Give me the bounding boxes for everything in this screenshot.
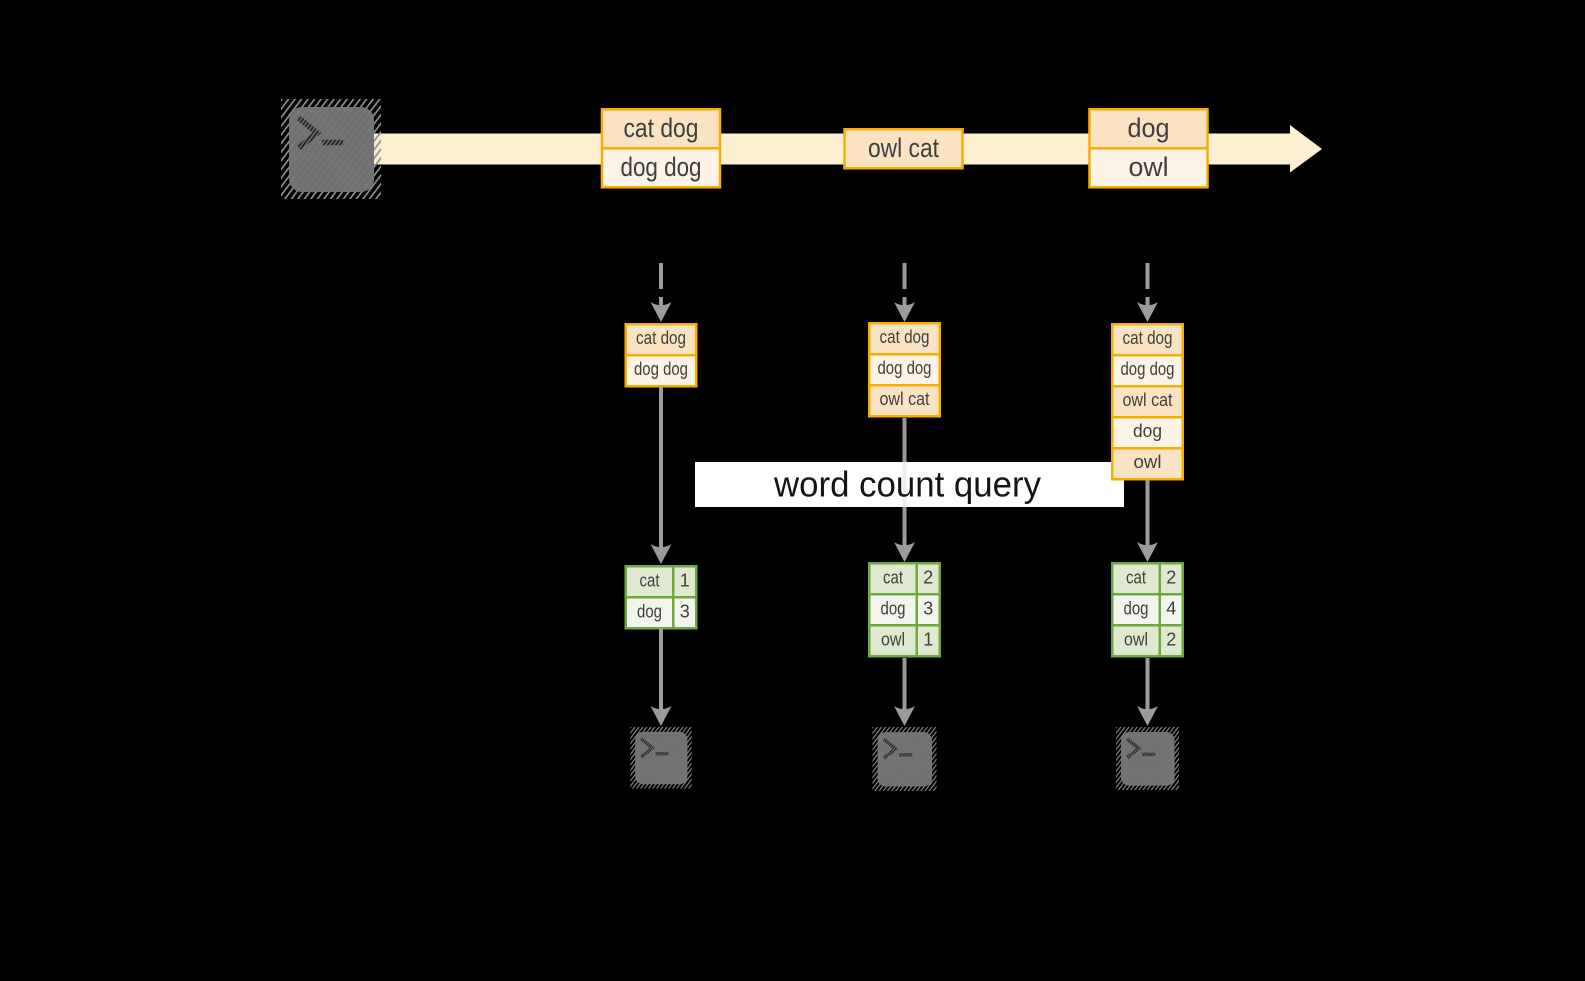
svg-text:cat: cat (1126, 568, 1146, 588)
svg-text:dog dog: dog dog (634, 359, 688, 379)
svg-text:4: 4 (1166, 599, 1176, 619)
svg-text:dog dog: dog dog (621, 152, 702, 182)
svg-text:dog: dog (1133, 421, 1162, 441)
svg-text:owl cat: owl cat (868, 133, 939, 163)
svg-text:owl: owl (881, 630, 905, 650)
svg-text:dog: dog (1128, 113, 1170, 143)
svg-text:1: 1 (923, 630, 933, 650)
svg-text:2: 2 (1166, 568, 1176, 588)
svg-text:dog dog: dog dog (1121, 359, 1175, 379)
svg-text:dog dog: dog dog (878, 358, 932, 378)
svg-text:1: 1 (680, 571, 690, 591)
svg-text:owl cat: owl cat (1123, 390, 1173, 410)
svg-text:cat dog: cat dog (880, 327, 930, 347)
svg-text:cat dog: cat dog (624, 113, 699, 143)
svg-text:dog: dog (637, 602, 662, 622)
svg-text:owl: owl (1134, 452, 1162, 472)
svg-text:2: 2 (1166, 630, 1176, 650)
svg-text:cat dog: cat dog (636, 328, 686, 348)
svg-text:cat: cat (640, 571, 660, 591)
svg-text:owl: owl (1129, 152, 1169, 182)
svg-text:owl cat: owl cat (880, 389, 930, 409)
svg-text:3: 3 (923, 599, 933, 619)
svg-text:owl: owl (1124, 630, 1148, 650)
svg-text:dog: dog (881, 599, 906, 619)
svg-text:cat: cat (883, 568, 903, 588)
svg-text:word count query: word count query (773, 464, 1041, 505)
svg-text:dog: dog (1124, 599, 1149, 619)
svg-text:2: 2 (923, 568, 933, 588)
svg-text:3: 3 (680, 602, 690, 622)
svg-text:cat dog: cat dog (1123, 328, 1173, 348)
